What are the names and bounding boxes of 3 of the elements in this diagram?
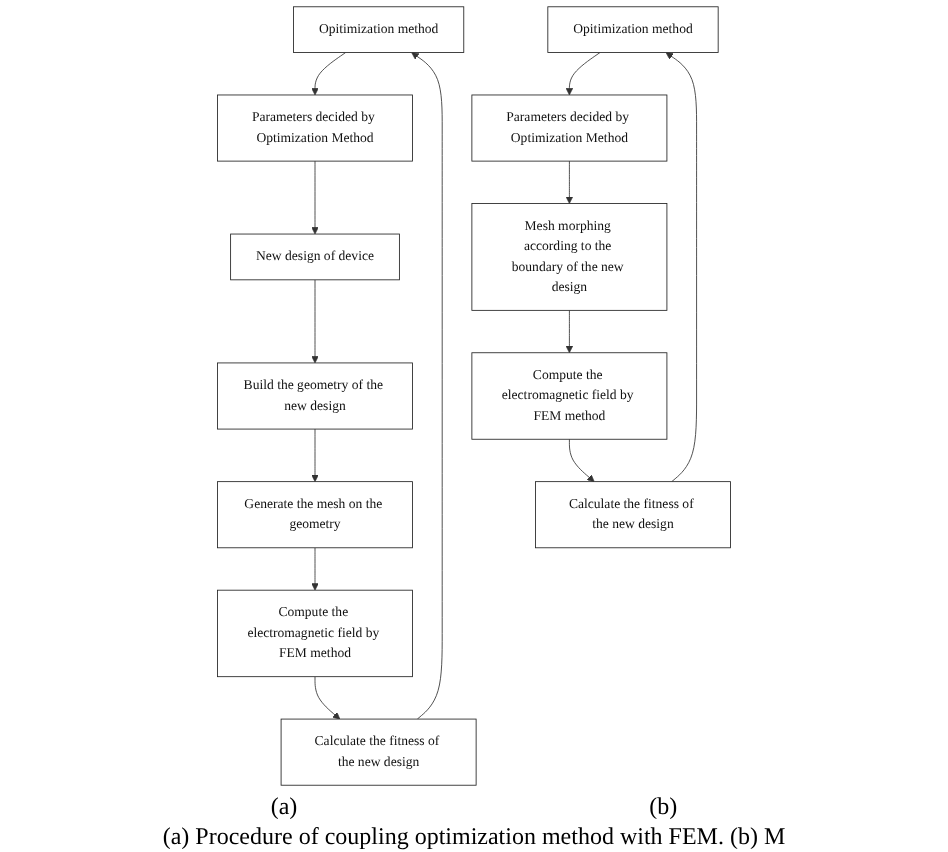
panel-label: (a) [270, 792, 298, 822]
panel-label: (b) [649, 792, 678, 822]
figure-caption: (a) Procedure of coupling optimization method with FEM. (b) M [162, 822, 786, 852]
